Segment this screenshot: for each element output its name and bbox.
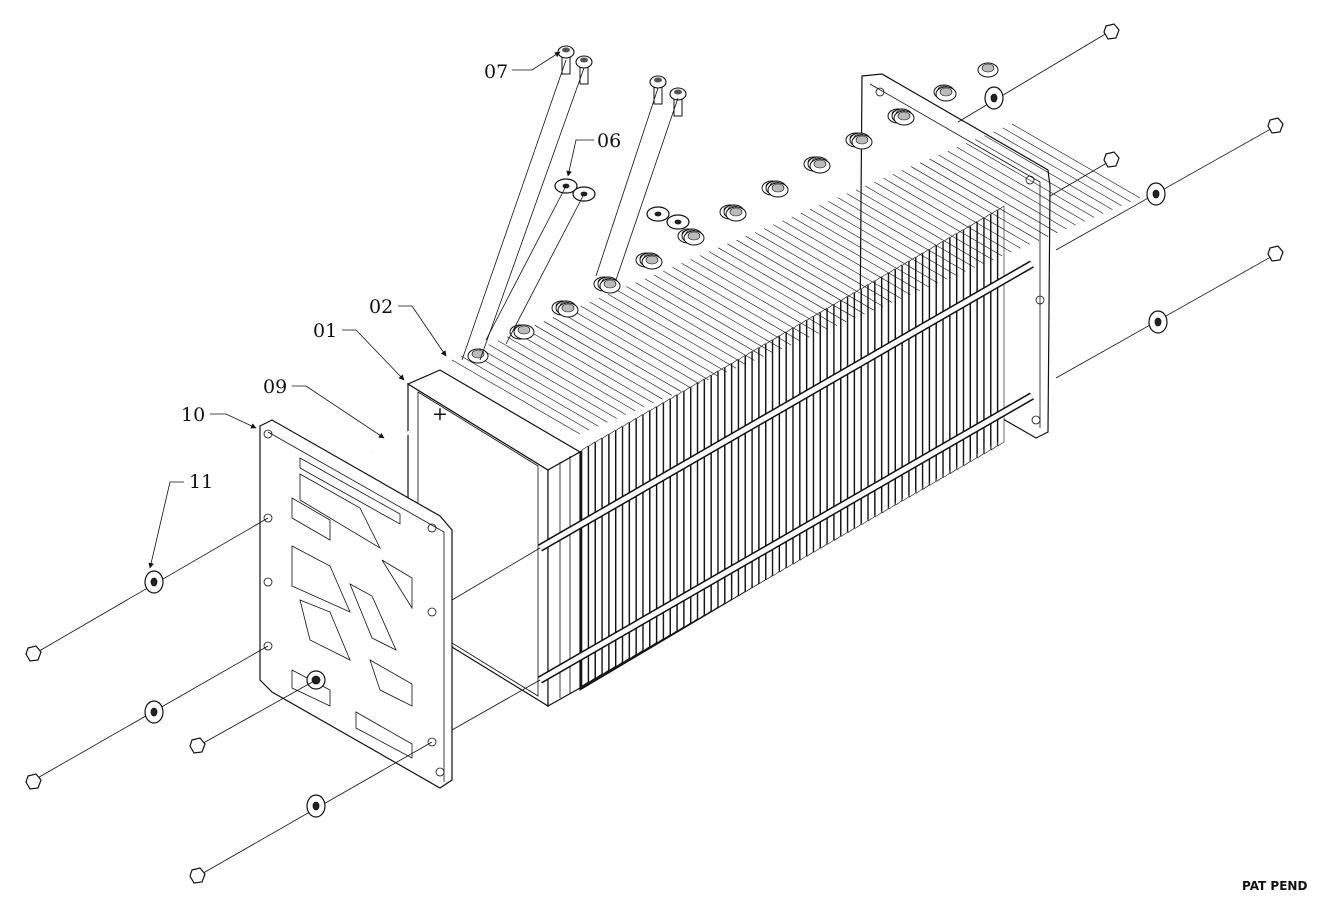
cooling-fin: [738, 354, 746, 597]
cooling-fin: [834, 299, 841, 541]
cooling-fin: [602, 433, 609, 675]
cell-terminal: [977, 62, 999, 78]
callout-06: 06: [597, 130, 621, 152]
cooling-fin: [943, 236, 950, 479]
cell-terminal: [513, 324, 535, 340]
cooling-fin: [581, 445, 589, 687]
cooling-fin: [656, 402, 664, 644]
cooling-fin: [929, 244, 937, 486]
cooling-fin: [588, 441, 596, 683]
front-end-plate: [259, 419, 453, 789]
bolt: [557, 45, 575, 75]
cooling-fin: [977, 217, 984, 459]
cell-terminal: [935, 86, 957, 102]
cooling-fin: [970, 221, 978, 463]
cell-terminal: [641, 254, 663, 270]
cooling-fin: [949, 232, 957, 475]
cooling-fin: [643, 410, 650, 652]
cell-terminal: [683, 230, 705, 246]
rear-fasteners: [957, 23, 1284, 379]
cell-terminal: [725, 206, 747, 222]
terminal-bolts: [557, 45, 687, 117]
cooling-fin: [608, 429, 616, 671]
cooling-fin: [847, 291, 855, 534]
callout-10: 10: [181, 404, 205, 426]
cooling-fin: [806, 315, 814, 557]
cooling-fin: [677, 390, 684, 632]
cooling-fin: [786, 327, 793, 569]
cooling-fin: [861, 284, 868, 526]
tie-rod-upper: [538, 260, 1034, 552]
cooling-fin: [895, 264, 903, 506]
terminal-washers: [554, 178, 690, 230]
cooling-fin: [936, 240, 943, 482]
cooling-fin: [724, 362, 732, 604]
cooling-fin: [745, 351, 752, 593]
terminal-array: [467, 62, 999, 364]
cooling-fin: [663, 398, 671, 640]
bolt: [649, 75, 667, 105]
bolt: [575, 55, 593, 85]
cooling-fin: [990, 209, 998, 451]
callout-07: 07: [484, 61, 508, 83]
cooling-fin: [622, 421, 630, 663]
cell-terminal: [467, 348, 489, 364]
cell-terminal: [893, 110, 915, 126]
cooling-fin: [881, 272, 889, 514]
cooling-fin: [759, 343, 766, 585]
cooling-fin: [649, 406, 657, 648]
cooling-fin: [956, 229, 964, 471]
patent-pending-note: PAT PEND: [1242, 879, 1307, 893]
cooling-fin: [799, 319, 807, 561]
cooling-fin: [704, 374, 712, 616]
cooling-fin: [909, 256, 916, 498]
callout-02: 02: [369, 296, 393, 318]
cooling-fin: [793, 323, 800, 565]
front-fasteners: [25, 517, 541, 884]
cell-terminal: [851, 134, 873, 150]
cooling-fin: [813, 311, 821, 553]
cooling-fin: [690, 382, 698, 624]
cooling-fin: [902, 260, 909, 502]
cell-terminal: [809, 158, 831, 174]
cooling-fin: [629, 417, 637, 660]
cooling-fin: [615, 425, 623, 667]
callout-09: 09: [263, 376, 287, 398]
callout-leaders: [148, 51, 594, 569]
cooling-fin: [827, 303, 834, 545]
cooling-fin: [772, 335, 780, 577]
cooling-fin: [697, 378, 705, 620]
cooling-fin: [984, 213, 991, 455]
bolt: [669, 87, 687, 117]
cooling-fin: [752, 347, 759, 589]
tie-rod-lower: [538, 392, 1034, 684]
cooling-fin: [874, 276, 882, 518]
tie-rods: [371, 260, 1034, 684]
cooling-fin: [888, 268, 896, 510]
bolt-projection-lines: [461, 59, 679, 361]
cell-terminal: [557, 302, 579, 318]
cooling-fin: [922, 248, 930, 490]
cooling-fin: [636, 413, 643, 656]
cell-terminal: [767, 182, 789, 198]
cooling-fin: [765, 339, 773, 581]
cooling-fin: [711, 370, 718, 612]
cooling-fin: [718, 366, 725, 608]
callout-01: 01: [313, 320, 337, 342]
cooling-fin: [779, 331, 787, 573]
cooling-fin: [840, 295, 848, 538]
cooling-fin: [670, 394, 677, 636]
cell-terminal: [599, 278, 621, 294]
callout-11: 11: [189, 471, 213, 493]
cooling-fin: [731, 358, 739, 601]
cooling-fin: [683, 386, 691, 628]
cell-fin-stack: [451, 123, 1141, 691]
svg-text:+: +: [432, 403, 448, 425]
cooling-fin: [854, 288, 862, 530]
cooling-fin: [997, 205, 1005, 447]
cooling-fin: [595, 437, 602, 679]
